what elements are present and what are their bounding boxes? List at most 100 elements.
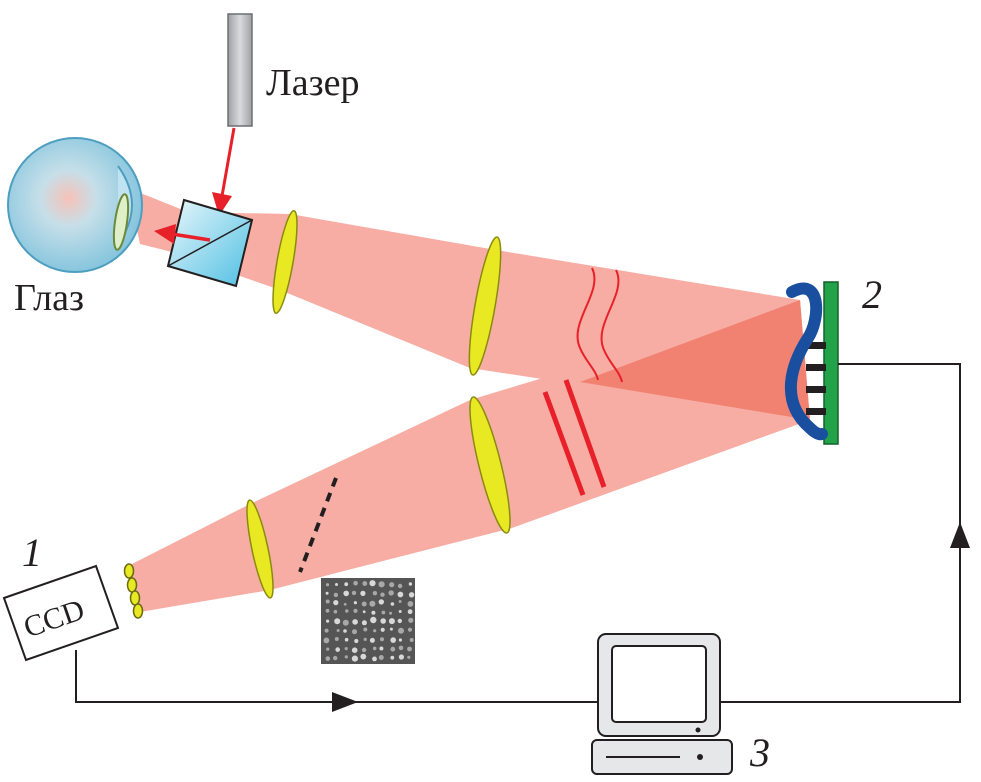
spot: [398, 654, 404, 660]
spot: [381, 610, 386, 615]
spot: [326, 647, 330, 651]
ccd-body: [2, 564, 120, 662]
wire-ccd-to-computer: [75, 650, 598, 703]
spot: [351, 590, 357, 596]
spot: [398, 638, 402, 642]
label-number-2: 2: [862, 272, 882, 317]
lenslet: [129, 590, 141, 606]
spot: [369, 637, 375, 643]
eyeball: [7, 137, 143, 273]
spot: [370, 616, 377, 624]
label-number-1: 1: [22, 530, 42, 575]
beam-splitter-cube: [154, 198, 254, 288]
spot: [398, 627, 404, 634]
spot: [407, 609, 413, 615]
spot: [333, 592, 339, 598]
spot: [380, 637, 384, 642]
spot: [398, 645, 404, 651]
spot: [353, 580, 358, 586]
spot: [334, 618, 341, 625]
spot: [335, 647, 341, 652]
spot: [408, 617, 414, 623]
spot: [336, 629, 340, 632]
wavefront-distorted: [600, 269, 623, 383]
spot: [343, 602, 347, 606]
spot: [390, 646, 396, 652]
field-stop: [298, 477, 338, 573]
signal-arrow-right-icon: [332, 692, 358, 712]
spot: [325, 591, 329, 595]
spot: [344, 582, 349, 587]
spot: [369, 600, 376, 607]
cube-diagonal: [167, 219, 253, 267]
spot: [388, 590, 394, 596]
spot: [397, 591, 404, 598]
wavefront-distorted: [576, 267, 599, 381]
spot: [372, 656, 377, 662]
spot: [407, 627, 413, 632]
spot: [408, 592, 415, 598]
laser-ray: [220, 127, 236, 197]
spot: [344, 637, 349, 642]
spot: [325, 608, 330, 613]
lenslet: [132, 603, 144, 619]
spot: [351, 647, 358, 653]
lenslet: [126, 577, 138, 593]
deformable-mirror: [784, 281, 839, 445]
spot: [361, 647, 367, 653]
spot: [379, 646, 384, 651]
spot: [398, 610, 402, 613]
spot: [407, 646, 412, 652]
spot: [390, 637, 397, 643]
signal-arrow-up-icon: [950, 522, 970, 548]
computer-power-light: [695, 727, 701, 733]
spot: [408, 582, 413, 586]
spot: [324, 628, 329, 633]
computer-screen: [611, 645, 707, 723]
spot: [390, 655, 395, 660]
spot-pattern-image: [321, 578, 415, 664]
lens-2: [468, 236, 502, 376]
beam-lens4-to-ccd: [128, 505, 270, 612]
spot: [333, 655, 338, 661]
lenslet: [123, 563, 135, 579]
ccd-camera: [2, 564, 120, 662]
spot: [360, 653, 367, 660]
wavefront-corrected: [563, 379, 607, 488]
spot: [361, 620, 367, 626]
spot: [388, 618, 395, 625]
spot: [333, 609, 338, 614]
spot: [326, 619, 330, 623]
reflected-ray-arrowhead-icon: [154, 224, 176, 244]
mirror-surface: [784, 282, 828, 441]
distorted-wavefronts: [576, 267, 623, 383]
spot: [361, 601, 367, 607]
spot: [344, 647, 348, 651]
actuator: [806, 408, 826, 415]
spot: [372, 591, 378, 596]
spot: [335, 583, 338, 586]
spot: [397, 583, 403, 589]
beam-lens3-to-lens4: [248, 400, 512, 590]
lenslet-array: [123, 563, 144, 619]
label-number-3: 3: [749, 730, 770, 775]
spot: [389, 627, 393, 631]
spot: [345, 609, 349, 613]
spot: [360, 590, 366, 597]
spot: [325, 583, 330, 587]
lens-1: [272, 210, 298, 314]
spot: [343, 629, 347, 633]
computer-button: [697, 754, 703, 760]
spot: [372, 646, 377, 651]
spot: [389, 582, 395, 588]
spot: [362, 610, 366, 614]
reflected-ray: [171, 232, 211, 242]
corrected-wavefronts: [542, 379, 607, 496]
computer: [591, 633, 733, 775]
spot: [380, 618, 387, 624]
spot: [333, 600, 339, 606]
eye-label: Глаз: [14, 277, 84, 319]
lenses: [246, 210, 511, 599]
spot: [407, 655, 411, 659]
eye-lens: [112, 193, 130, 251]
